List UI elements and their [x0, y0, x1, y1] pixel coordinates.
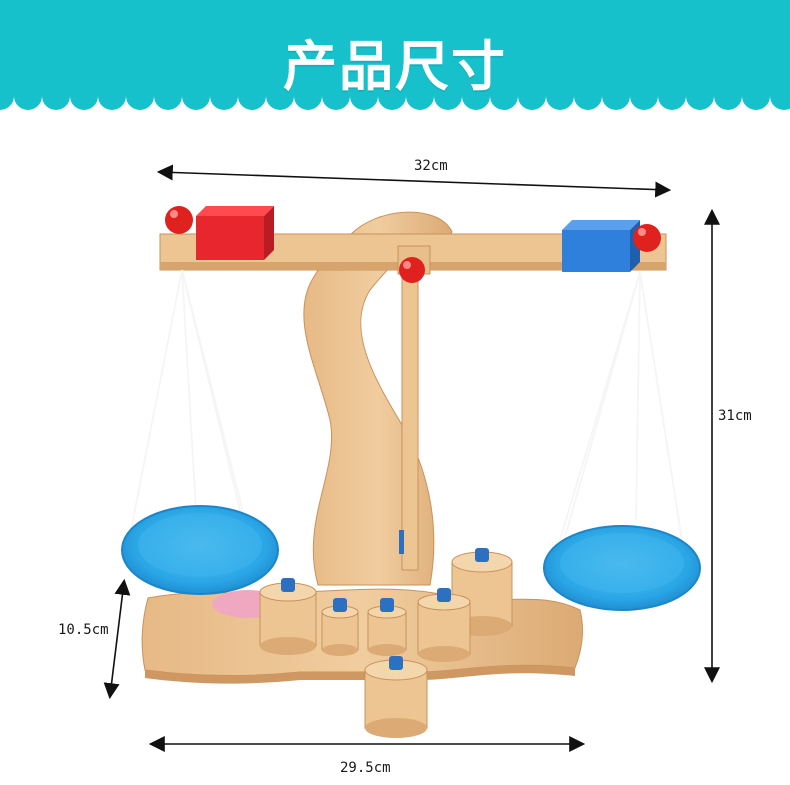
center-bead — [399, 257, 425, 283]
top-width-label: 32cm — [414, 158, 448, 174]
scallop-edge — [0, 82, 790, 110]
red-weight-block — [196, 216, 264, 260]
pointer — [401, 269, 419, 571]
left-bead — [165, 206, 193, 234]
page-title: 产品尺寸 — [283, 35, 507, 98]
top-width-arrow — [156, 164, 672, 198]
base-board — [141, 588, 583, 677]
base-height-label: 10.5cm — [58, 622, 109, 638]
right-strings — [549, 271, 686, 591]
base-width-label: 29.5cm — [340, 760, 391, 776]
header-banner — [0, 0, 790, 110]
weight-set — [259, 548, 513, 738]
blue-weight-block — [562, 230, 630, 272]
right-bead — [633, 224, 661, 252]
base-height-arrow — [103, 578, 131, 700]
height-label: 31cm — [718, 408, 752, 424]
